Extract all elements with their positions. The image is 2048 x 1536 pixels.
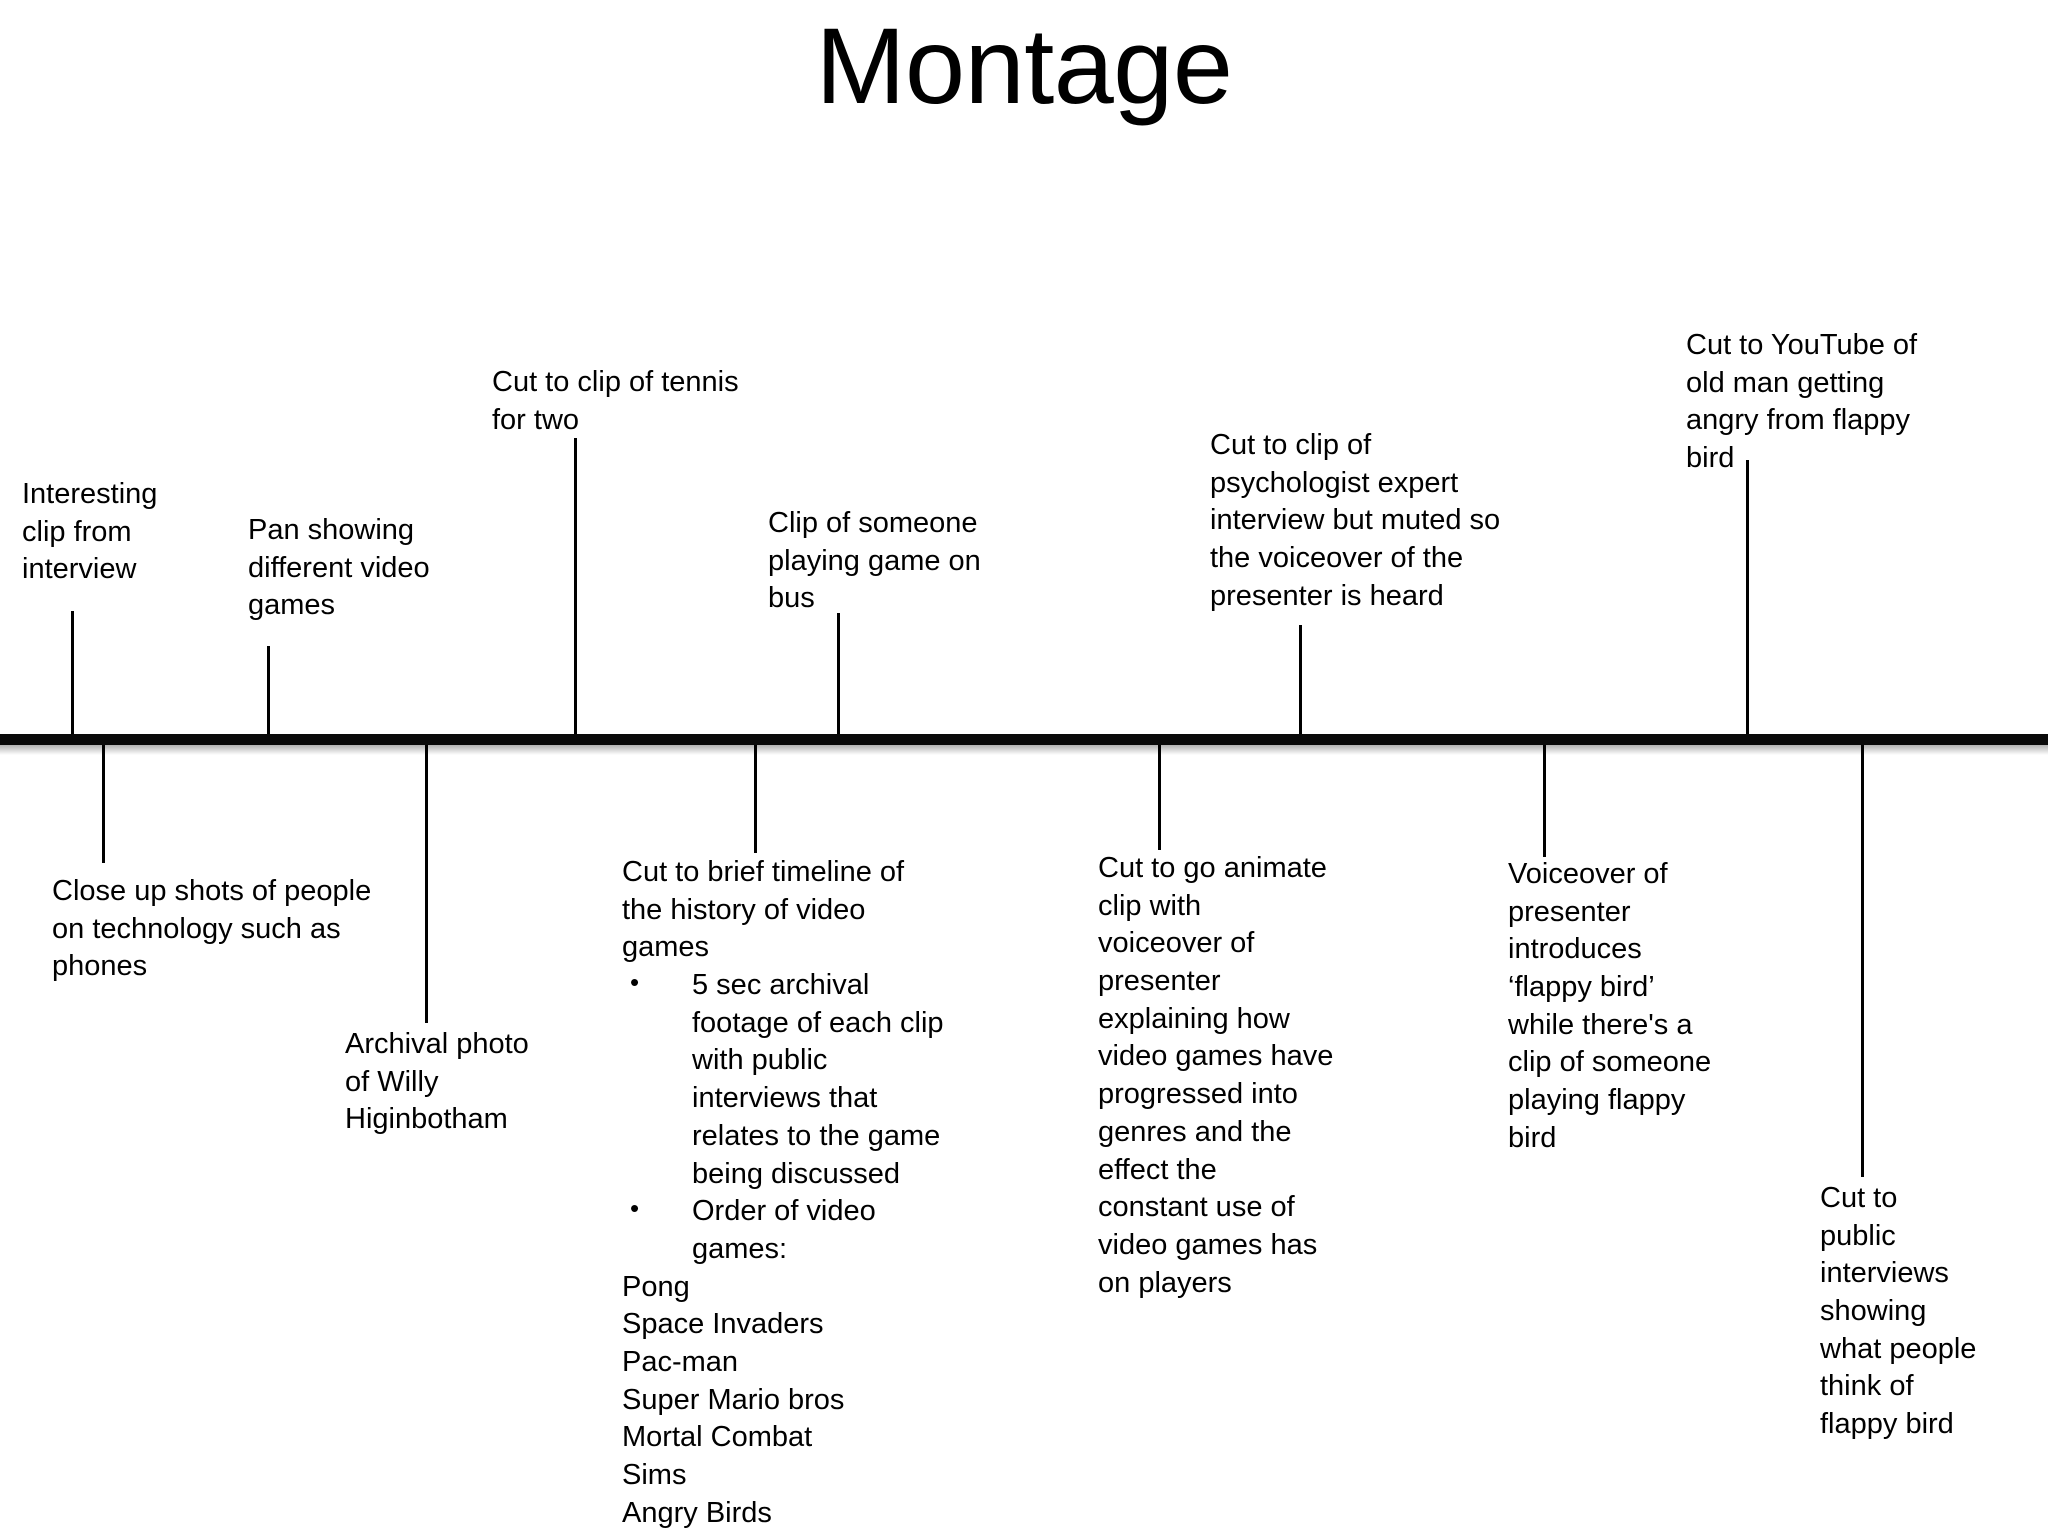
game-list-item: Mortal Combat xyxy=(622,1421,813,1454)
stem-pan-video-games xyxy=(267,646,270,737)
game-list-item: Sims xyxy=(622,1459,687,1491)
note-youtube-old-man: Cut to YouTube of old man getting angry … xyxy=(1686,329,1918,475)
note-close-up-technology: Close up shots of people on technology s… xyxy=(52,875,372,983)
stem-archival-willy-higinbotham xyxy=(425,745,428,1023)
note-animate-clip-genres: Cut to go animate clip with voiceover of… xyxy=(1098,852,1334,1299)
timeline-axis xyxy=(0,734,2048,745)
bullet-glyph-icon: • xyxy=(630,1193,640,1224)
stem-public-interviews-flappy xyxy=(1861,745,1864,1177)
history-lead: Cut to brief timeline of the history of … xyxy=(622,856,905,964)
page-title: Montage xyxy=(815,5,1233,126)
stem-playing-game-on-bus xyxy=(837,613,840,737)
history-bullet-text: 5 sec archival footage of each clip with… xyxy=(692,969,944,1190)
note-archival-willy-higinbotham: Archival photo of Willy Higinbotham xyxy=(345,1028,529,1136)
note-psychologist-expert: Cut to clip of psychologist expert inter… xyxy=(1210,429,1501,612)
game-list-item: Pac-man xyxy=(622,1345,739,1378)
stem-animate-clip-genres xyxy=(1158,745,1161,850)
games-order-list: Pong Space Invaders Pac-man Super Mario … xyxy=(622,1269,952,1533)
note-public-interviews-flappy: Cut to public interviews showing what pe… xyxy=(1820,1182,1977,1441)
game-list-item: Super Mario bros xyxy=(622,1383,845,1416)
game-list-item: Pong xyxy=(622,1270,690,1303)
stem-psychologist-expert xyxy=(1299,625,1302,737)
note-interesting-clip: Interesting clip from interview xyxy=(22,478,158,586)
stem-tennis-for-two xyxy=(574,438,577,737)
history-bullet-item: • Order of video games: xyxy=(622,1193,947,1268)
note-pan-video-games: Pan showing different video games xyxy=(248,514,430,622)
history-bullet-list: • 5 sec archival footage of each clip wi… xyxy=(622,967,952,1269)
timeline-axis-shadow xyxy=(0,745,2048,755)
stem-interesting-clip xyxy=(71,611,74,737)
history-bullet-item: • 5 sec archival footage of each clip wi… xyxy=(622,967,947,1193)
bullet-glyph-icon: • xyxy=(630,967,640,998)
history-bullet-text: Order of video games: xyxy=(692,1195,876,1265)
note-tennis-for-two: Cut to clip of tennis for two xyxy=(492,366,739,436)
stem-timeline-history xyxy=(754,745,757,853)
stem-voiceover-flappy-bird xyxy=(1543,745,1546,857)
stem-close-up-technology xyxy=(102,745,105,863)
stem-youtube-old-man xyxy=(1746,460,1749,737)
game-list-item: Angry Birds xyxy=(622,1496,772,1529)
game-list-item: Space Invaders xyxy=(622,1308,824,1341)
note-playing-game-on-bus: Clip of someone playing game on bus xyxy=(768,507,981,615)
note-voiceover-flappy-bird: Voiceover of presenter introduces ‘flapp… xyxy=(1508,858,1712,1154)
note-timeline-history: Cut to brief timeline of the history of … xyxy=(622,854,952,1532)
